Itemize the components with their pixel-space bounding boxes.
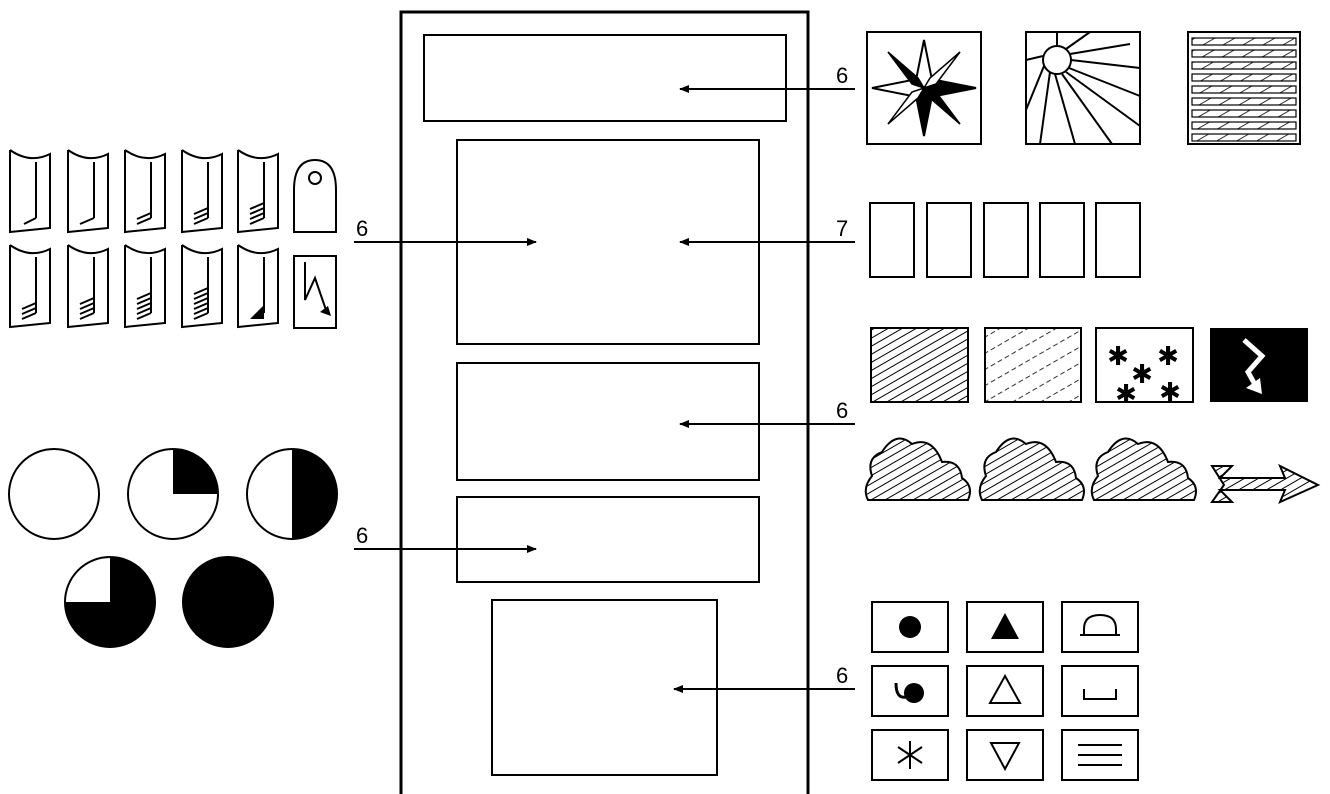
cloud-cover-circle-icon (128, 449, 218, 539)
chart-sheet (401, 12, 808, 794)
snow-asterisk-box-icon: ✱✱✱✱✱ (1096, 328, 1193, 410)
empty-box (1096, 203, 1140, 277)
drizzle-hatch-icon (985, 328, 1081, 402)
hood-icon (294, 160, 336, 232)
callout-label-top: 6 (836, 63, 848, 88)
sheet-bottom-box (492, 600, 717, 775)
sheet-middle-box (457, 363, 759, 480)
cloud-row (866, 439, 1196, 500)
wind-flag-icon (68, 245, 108, 327)
callout-label-right-lower: 6 (836, 398, 848, 423)
cloud-hatched-icon (1092, 439, 1196, 500)
wind-flag-icon (10, 150, 50, 232)
weather-symbol-grid (872, 602, 1138, 780)
wind-flag-icon (125, 150, 165, 232)
cloud-hatched-icon (866, 439, 970, 500)
sleet-triangle-icon (967, 666, 1043, 716)
callout-label-right-mid: 7 (836, 216, 848, 241)
cloud-hatched-icon (980, 439, 1084, 500)
bracket-icon (1062, 666, 1138, 716)
callout-label-bottom: 6 (836, 663, 848, 688)
shower-dome-icon (1062, 602, 1138, 652)
wind-rose-icon (867, 32, 981, 144)
hatched-arrow-icon (1212, 466, 1318, 502)
cloud-cover-circle-icon (183, 557, 273, 647)
cloud-cover-circle-icon (9, 449, 99, 539)
snow-asterisk-icon (872, 730, 948, 780)
hail-triangle-icon (967, 602, 1043, 652)
empty-box (1040, 203, 1084, 277)
empty-box (927, 203, 971, 277)
snowflake-mark: ✱ (1157, 342, 1179, 372)
cloud-cover-circle-icon (65, 557, 155, 647)
sheet-lower-box (457, 497, 759, 582)
thunderstorm-box-icon (1210, 328, 1308, 402)
sun-icon (1026, 32, 1140, 144)
cloud-cover-circle-icon (247, 449, 337, 539)
snowflake-mark: ✱ (1107, 342, 1129, 372)
wind-flag-icon (182, 245, 222, 327)
snowflake-mark: ✱ (1115, 380, 1137, 410)
wind-flag-icon (238, 245, 278, 327)
wind-flag-icon (10, 245, 50, 327)
hatched-bands-icon (1188, 32, 1300, 144)
callouts: 6 6 7 6 6 6 (354, 63, 855, 689)
drizzle-comma-icon (872, 666, 948, 716)
lightning-box-icon (294, 256, 336, 328)
sheet-header-box (424, 35, 786, 121)
five-boxes (870, 203, 1140, 277)
wind-flag-icon (238, 150, 278, 232)
callout-label-left-mid: 6 (356, 216, 368, 241)
fog-lines-icon (1062, 730, 1138, 780)
wind-flag-group (10, 150, 278, 327)
snowflake-mark: ✱ (1159, 378, 1181, 408)
callout-label-left-lower: 6 (356, 523, 368, 548)
inverted-triangle-icon (967, 730, 1043, 780)
rain-dot-icon (872, 602, 948, 652)
wind-flag-icon (125, 245, 165, 327)
rain-hatch-icon (871, 328, 968, 402)
wind-flag-icon (182, 150, 222, 232)
cloud-cover-group (9, 449, 337, 647)
empty-box (984, 203, 1028, 277)
empty-box (870, 203, 914, 277)
wind-flag-icon (68, 150, 108, 232)
